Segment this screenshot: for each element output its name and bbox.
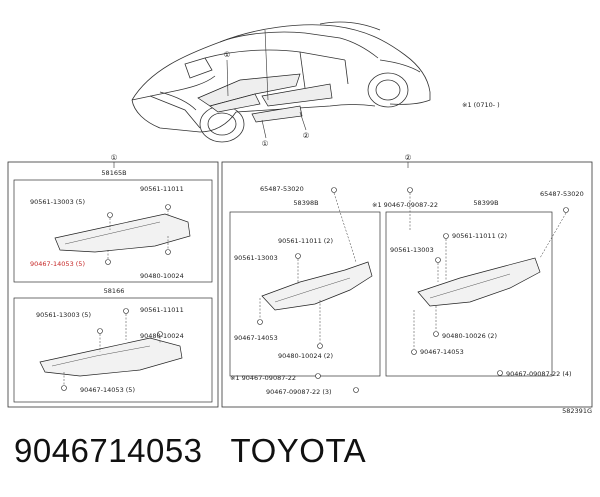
panel-2-frame bbox=[221, 161, 593, 408]
group-a-nut-icon bbox=[165, 249, 171, 255]
right-label-4: 90467-09087-22 (4) bbox=[506, 370, 572, 378]
panel-2-top-left: 65487-53020 bbox=[260, 185, 304, 193]
group-b-label-2: 90480-10024 bbox=[140, 332, 184, 340]
right-label-2: 90480-10026 (2) bbox=[442, 332, 497, 340]
group-a-label-3: 90480-10024 bbox=[140, 272, 184, 280]
group-a-screw-icon bbox=[105, 259, 111, 265]
left-label-0: 90561-11011 (2) bbox=[278, 237, 333, 245]
right-label-0: 90561-11011 (2) bbox=[452, 232, 507, 240]
left-label-3: 90480-10024 (2) bbox=[278, 352, 333, 360]
top-left-clip-icon bbox=[331, 187, 337, 193]
brand-name: TOYOTA bbox=[230, 432, 367, 469]
right-label-3: 90467-14053 bbox=[420, 348, 464, 356]
right-frame bbox=[385, 211, 553, 377]
underbody-shields bbox=[197, 73, 333, 123]
panel-1-frame bbox=[7, 161, 219, 408]
right-shield bbox=[417, 257, 541, 307]
callout-1b: ① bbox=[262, 139, 269, 148]
group-b-label-1: 90561-11011 bbox=[140, 306, 184, 314]
group-b-label-3: 90467-14053 (5) bbox=[80, 386, 135, 394]
group-a-shield bbox=[54, 213, 191, 253]
group-b-label-0: 90561-13003 (5) bbox=[36, 311, 91, 319]
left-screw-icon bbox=[257, 319, 263, 325]
left-bolt-icon bbox=[295, 253, 301, 259]
left-label-2: 90467-14053 bbox=[234, 334, 278, 342]
left-frame bbox=[229, 211, 381, 377]
panel-2-bottom-1: 90467-09087-22 (3) bbox=[266, 388, 332, 396]
car-callout-lines bbox=[226, 29, 307, 139]
left-label-1: 90561-13003 bbox=[234, 254, 278, 262]
group-a-clip-icon bbox=[107, 212, 113, 218]
group-b-shield bbox=[39, 337, 183, 377]
bottom-left-bolt-icon bbox=[315, 373, 321, 379]
group-b-clip-icon bbox=[97, 328, 103, 334]
top-right-clip-icon bbox=[563, 207, 569, 213]
right-bolt-icon bbox=[443, 233, 449, 239]
group-a-label-0: 90561-13003 (5) bbox=[30, 198, 85, 206]
right-bottom-bolt-icon bbox=[497, 370, 503, 376]
left-number: 58398B bbox=[293, 199, 318, 207]
left-shield bbox=[261, 261, 373, 311]
panel-1-circle: ① bbox=[111, 153, 118, 162]
panel-2: ② 65487-53020 ※1 90467-09087-22 65487-53… bbox=[221, 153, 593, 408]
group-a-number: 58165B bbox=[101, 169, 126, 177]
panel-2-bottom-0: ※1 90467-09087-22 bbox=[230, 374, 296, 382]
part-number: 9046714053 bbox=[14, 432, 203, 469]
callout-1a: ① bbox=[224, 50, 231, 59]
top-mid-bolt-icon bbox=[407, 187, 413, 193]
right-label-1: 90561-13003 bbox=[390, 246, 434, 254]
panel-2-top-mid: ※1 90467-09087-22 bbox=[372, 201, 438, 209]
panel-2-circle: ② bbox=[405, 153, 412, 162]
panel-1: ① 58165B 90561-13003 (5) 90561-11011 904… bbox=[7, 153, 219, 408]
left-nut-icon bbox=[317, 343, 323, 349]
group-a-label-2-highlight: 90467-14053 (5) bbox=[30, 260, 85, 268]
car-callouts: ① ① ② bbox=[224, 50, 310, 148]
group-b-number: 58166 bbox=[104, 287, 125, 295]
group-a-bolt-icon bbox=[165, 204, 171, 210]
group-b-nut-icon bbox=[157, 331, 163, 337]
group-b-screw-icon bbox=[61, 385, 67, 391]
right-number: 58399B bbox=[473, 199, 498, 207]
caption: 9046714053 TOYOTA bbox=[14, 432, 366, 470]
right-nut-icon bbox=[433, 331, 439, 337]
group-b-frame bbox=[13, 297, 213, 403]
car-note: ※1 (0710- ) bbox=[462, 101, 500, 109]
right-clip-icon bbox=[435, 257, 441, 263]
group-a-label-1: 90561-11011 bbox=[140, 185, 184, 193]
bottom-right-bolt-icon bbox=[353, 387, 359, 393]
diagram-code: 582391G bbox=[562, 407, 592, 415]
car-illustration bbox=[131, 21, 431, 143]
group-b-bolt-icon bbox=[123, 308, 129, 314]
group-a-frame bbox=[13, 179, 213, 283]
callout-2: ② bbox=[303, 131, 310, 140]
panel-2-top-right: 65487-53020 bbox=[540, 190, 584, 198]
right-screw-icon bbox=[411, 349, 417, 355]
diagram-svg: ① ① ② ※1 (0710- ) ① 58165B 90561-13003 (… bbox=[7, 21, 593, 415]
